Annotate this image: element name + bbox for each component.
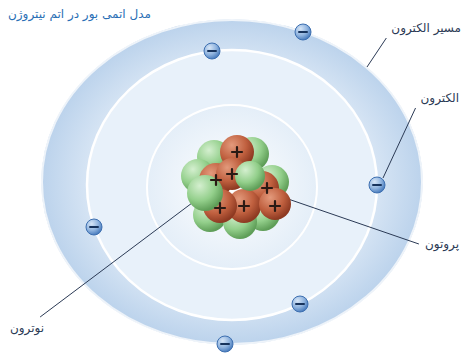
part-label: مسیر الکترون [389,20,463,36]
part-label: نوترون [8,320,46,336]
electrons [86,24,385,352]
diagram-title: مدل اتمی بور در اتم نیتروژن [6,6,153,22]
part-label: الکترون [419,90,461,106]
leader-lines [40,38,419,317]
leader-line [40,194,204,317]
nucleus [181,135,291,239]
orbits [42,20,422,344]
leader-line [367,38,386,67]
leader-line [383,108,416,178]
part-label: پروتون [423,236,461,252]
charge-signs [211,147,280,213]
